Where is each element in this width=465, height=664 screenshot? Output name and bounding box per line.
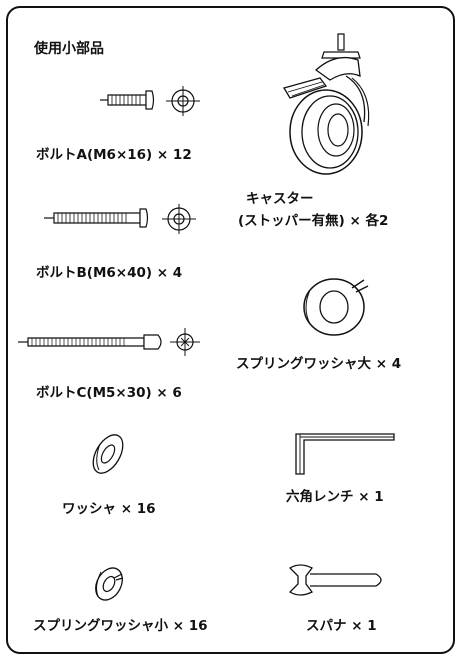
washer-icon (90, 430, 126, 478)
caster-label-line2: (ストッパー有無) × 各2 (238, 213, 389, 229)
spanner-label: スパナ × 1 (306, 618, 377, 634)
spanner-icon (286, 560, 390, 600)
spring-washer-small-label: スプリングワッシャ小 × 16 (33, 618, 208, 634)
bolt-a-icon (100, 88, 160, 112)
bolt-c-icon (18, 331, 168, 353)
caster-icon (276, 30, 386, 180)
spring-washer-large-label: スプリングワッシャ大 × 4 (236, 356, 402, 372)
spring-washer-large-icon (298, 276, 370, 338)
bolt-c-head-icon (170, 328, 200, 356)
page-title: 使用小部品 (34, 41, 104, 57)
washer-label: ワッシャ × 16 (62, 501, 156, 517)
bolt-a-head-icon (166, 86, 200, 116)
bolt-b-label: ボルトB(M6×40) × 4 (36, 265, 183, 281)
hex-wrench-icon (290, 430, 400, 480)
parts-list-frame (6, 6, 455, 654)
bolt-b-icon (44, 206, 156, 230)
bolt-a-label: ボルトA(M6×16) × 12 (36, 147, 192, 163)
spring-washer-small-icon (92, 564, 126, 604)
caster-label-line1: キャスター (246, 191, 314, 207)
hex-wrench-label: 六角レンチ × 1 (286, 489, 384, 505)
bolt-b-head-icon (162, 204, 196, 234)
bolt-c-label: ボルトC(M5×30) × 6 (36, 385, 182, 401)
